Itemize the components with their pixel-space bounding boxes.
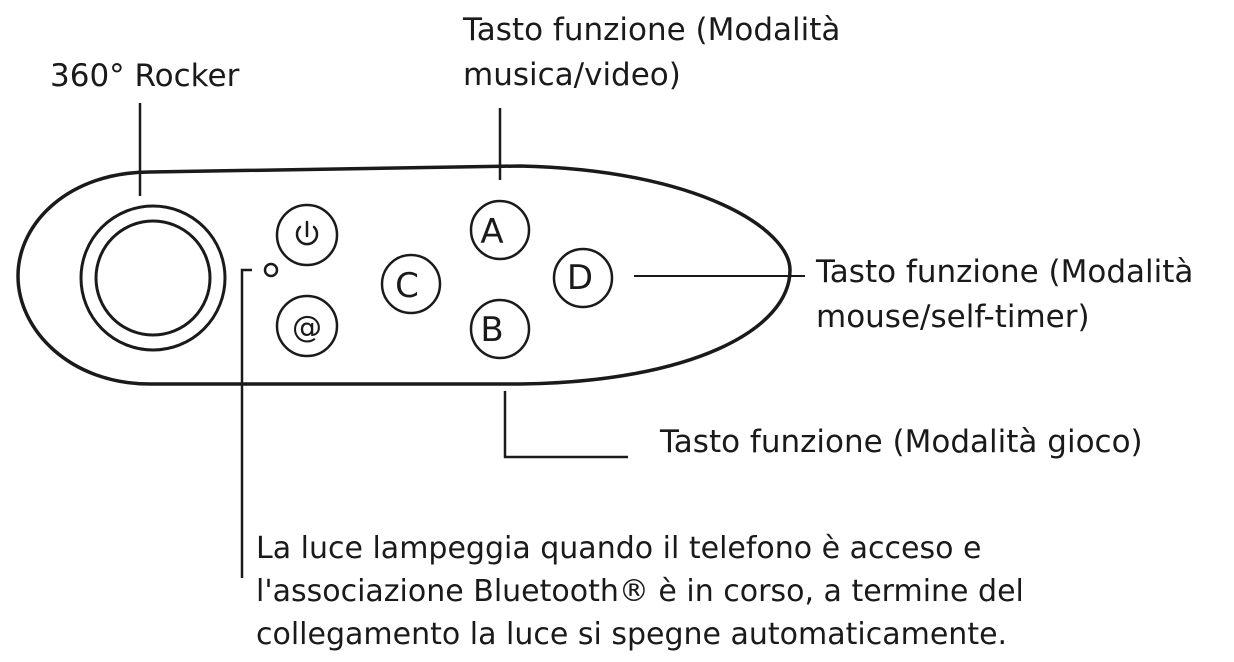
led-indicator <box>263 262 279 278</box>
game-leader <box>503 391 628 459</box>
music-video-label-line2: musica/video) <box>463 57 681 93</box>
remote-body <box>16 164 792 386</box>
mouse-label-line2: mouse/self-timer) <box>816 299 1090 335</box>
led-note-line3: collegamento la luce si spegne automatic… <box>256 617 1007 652</box>
button-b-label: B <box>480 310 503 350</box>
game-label: Tasto funzione (Modalità gioco) <box>659 424 1143 460</box>
button-c[interactable]: C <box>380 253 442 315</box>
rocker-label: 360° Rocker <box>50 58 240 94</box>
mouse-label-line1: Tasto funzione (Modalità <box>815 254 1193 290</box>
power-button[interactable] <box>275 203 339 267</box>
at-icon: @ <box>292 310 322 345</box>
button-b[interactable]: B <box>469 298 531 360</box>
power-icon <box>295 220 319 246</box>
led-leader <box>240 268 252 578</box>
led-note-line1: La luce lampeggia quando il telefono è a… <box>256 531 981 566</box>
rocker-joystick[interactable] <box>79 204 227 352</box>
button-c-label: C <box>395 266 419 306</box>
button-d[interactable]: D <box>552 247 614 309</box>
led-note-line2: l'associazione Bluetooth® è in corso, a … <box>256 574 1024 609</box>
button-a[interactable]: A <box>469 199 531 261</box>
at-button[interactable]: @ <box>275 294 339 358</box>
music-video-label-line1: Tasto funzione (Modalità <box>462 12 840 48</box>
button-a-label: A <box>480 212 503 252</box>
button-d-label: D <box>567 258 593 298</box>
